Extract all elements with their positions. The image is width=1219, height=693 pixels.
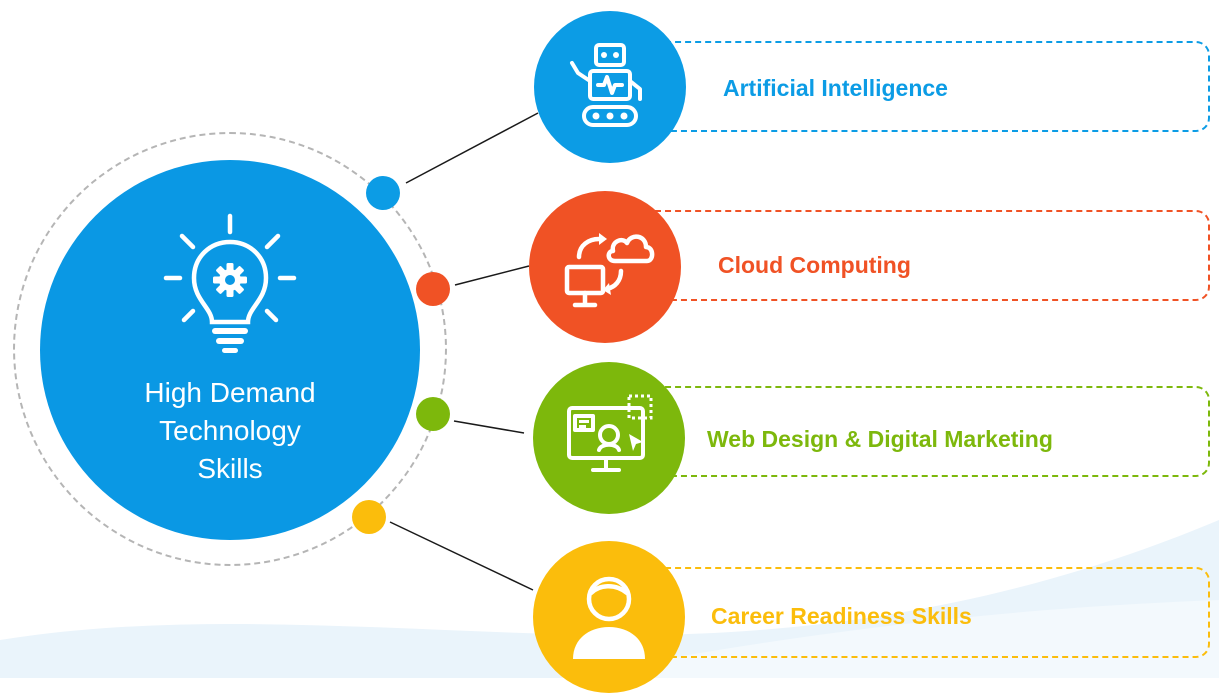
skill-box-ai: [655, 41, 1210, 132]
robot-icon: [570, 43, 642, 127]
center-title: High Demand Technology Skills: [144, 377, 316, 484]
person-icon: [573, 576, 645, 659]
cloud-computing-icon: [564, 233, 655, 308]
skill-box-web: [655, 386, 1210, 477]
lightbulb-gear-icon: [163, 213, 297, 353]
outer-dashed-ring: [13, 132, 447, 566]
connector-lines: [389, 112, 539, 591]
connector-dot-web: [416, 397, 450, 431]
skill-box-cloud: [655, 210, 1210, 301]
connector-line-career: [389, 521, 534, 591]
icon-circle-ai: [534, 11, 686, 163]
skill-label-career: Career Readiness Skills: [711, 603, 972, 629]
icon-circle-web: [533, 362, 685, 514]
connector-dot-career: [352, 500, 386, 534]
icon-circle-cloud: [529, 191, 681, 343]
connector-line-cloud: [454, 265, 530, 286]
connector-dot-cloud: [416, 272, 450, 306]
background-wave: [0, 520, 1219, 678]
web-design-monitor-icon: [567, 394, 653, 472]
connector-line-web: [453, 420, 525, 434]
connector-line-ai: [405, 112, 539, 184]
skill-label-web: Web Design & Digital Marketing: [707, 426, 1053, 452]
skill-label-ai: Artificial Intelligence: [723, 75, 948, 101]
icon-circle-career: [533, 541, 685, 693]
connector-dot-ai: [366, 176, 400, 210]
skill-box-career: [655, 567, 1210, 658]
skill-label-cloud: Cloud Computing: [718, 252, 911, 278]
